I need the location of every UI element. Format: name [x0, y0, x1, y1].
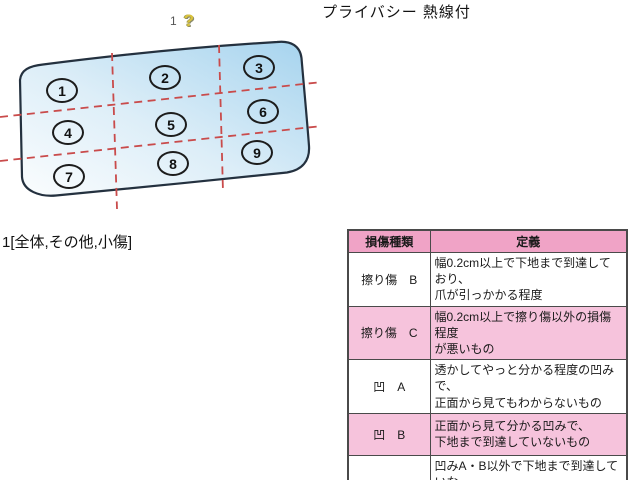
ref-marker: 1 ?: [170, 11, 194, 31]
zone-marker-7: 7: [53, 164, 85, 189]
zone-marker-4: 4: [52, 120, 84, 145]
table-header-row: 損傷種類 定義: [347, 229, 628, 253]
definition-cell: 正面から見て分かる凹みで、 下地まで到達していないもの: [429, 412, 628, 456]
zone-marker-8: 8: [157, 151, 189, 176]
zone-marker-1: 1: [46, 78, 78, 103]
zone-marker-9: 9: [241, 140, 273, 165]
damage-grid-lines: [0, 44, 323, 210]
table-row: 凹 B 正面から見て分かる凹みで、 下地まで到達していないもの: [347, 412, 628, 456]
table-row: 凹 A 透かしてやっと分かる程度の凹みで、 正面から見てもわからないもの: [347, 359, 628, 414]
zone-marker-6: 6: [247, 99, 279, 124]
damage-note: 1[全体,その他,小傷]: [2, 234, 133, 251]
col-header-definition: 定義: [429, 229, 628, 253]
damage-type-cell: 擦り傷 C: [347, 305, 431, 361]
damage-definition-table: 損傷種類 定義 擦り傷 B 幅0.2cm以上で下地まで到達しており、 爪が引っか…: [347, 229, 628, 480]
question-icon[interactable]: ?: [183, 11, 195, 30]
col-header-damage-type: 損傷種類: [347, 229, 431, 253]
zone-marker-2: 2: [149, 65, 181, 90]
definition-cell: 幅0.2cm以上で下地まで到達しており、 爪が引っかかる程度: [429, 252, 628, 307]
ref-number: 1: [170, 14, 177, 28]
damage-type-cell: 凹 C: [347, 454, 431, 480]
glass-type-label: プライバシー 熱線付: [322, 4, 471, 21]
table-row: 擦り傷 C 幅0.2cm以上で擦り傷以外の損傷程度 が悪いもの: [347, 305, 628, 361]
zone-marker-5: 5: [155, 112, 187, 137]
damage-type-cell: 凹 A: [347, 359, 431, 414]
grid-v-line-2: [218, 44, 224, 193]
table-row: 擦り傷 B 幅0.2cm以上で下地まで到達しており、 爪が引っかかる程度: [347, 252, 628, 307]
table-row: 凹 C 凹みA・B以外で下地まで到達していな いもの 凹み錆・凹み塗装剥げも含む: [347, 454, 628, 480]
zone-marker-3: 3: [243, 55, 275, 80]
damage-type-cell: 擦り傷 B: [347, 252, 431, 307]
definition-cell: 透かしてやっと分かる程度の凹みで、 正面から見てもわからないもの: [429, 359, 628, 414]
definition-cell: 凹みA・B以外で下地まで到達していな いもの 凹み錆・凹み塗装剥げも含む: [429, 454, 628, 480]
definition-cell: 幅0.2cm以上で擦り傷以外の損傷程度 が悪いもの: [429, 305, 628, 361]
glass-diagram: [0, 40, 323, 210]
damage-type-cell: 凹 B: [347, 412, 431, 456]
